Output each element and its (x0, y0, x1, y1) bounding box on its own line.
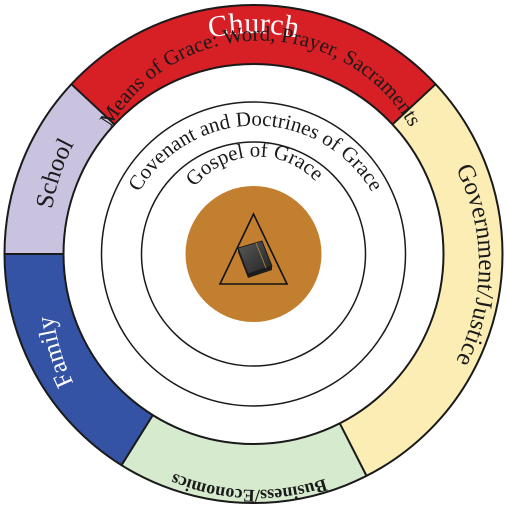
segment-divider (338, 422, 368, 477)
government-justice-segment (339, 84, 503, 476)
outer-ring-border (3, 4, 504, 504)
segment-divider (391, 83, 437, 126)
segment-dividers (4, 83, 437, 477)
family-segment (4, 254, 153, 466)
church-segment (71, 4, 436, 125)
segment-divider (70, 83, 116, 126)
bible-icon (237, 240, 273, 278)
triangle-icon (218, 212, 289, 285)
school-segment (4, 84, 115, 255)
segment-divider (120, 414, 154, 466)
